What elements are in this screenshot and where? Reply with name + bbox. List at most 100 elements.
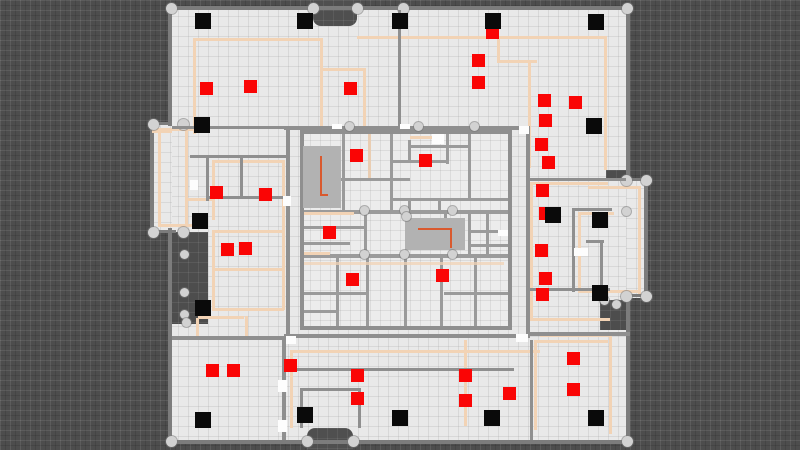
- hostile-marker[interactable]: [322, 225, 336, 239]
- door-southwest[interactable]: [286, 336, 296, 344]
- hostile-marker[interactable]: [471, 75, 485, 89]
- door-southeast[interactable]: [516, 334, 528, 342]
- object-marker[interactable]: [297, 13, 313, 29]
- object-marker[interactable]: [485, 13, 501, 29]
- pillar-w-mid4: [182, 318, 191, 327]
- pillar-w-mid2: [180, 288, 189, 297]
- core-sub4: [468, 244, 508, 247]
- interior-room-stair-east[interactable]: [405, 218, 465, 250]
- door-core-east[interactable]: [498, 230, 508, 236]
- door-core-west[interactable]: [332, 124, 342, 129]
- hostile-marker[interactable]: [435, 268, 449, 282]
- hostile-marker[interactable]: [349, 148, 363, 162]
- object-marker[interactable]: [194, 117, 210, 133]
- object-marker[interactable]: [297, 407, 313, 423]
- wall-div-west-room2: [206, 196, 286, 199]
- core-div-h4: [392, 198, 508, 201]
- object-marker[interactable]: [195, 412, 211, 428]
- hostile-marker[interactable]: [220, 242, 234, 256]
- wall-div-west-room: [190, 155, 286, 158]
- south-entrance[interactable]: [307, 428, 353, 450]
- wall-west-wing-top: [150, 122, 172, 125]
- hostile-marker[interactable]: [538, 113, 552, 127]
- hostile-marker[interactable]: [471, 53, 485, 67]
- door-east-wing[interactable]: [574, 248, 588, 256]
- object-marker[interactable]: [592, 212, 608, 228]
- object-marker[interactable]: [586, 118, 602, 134]
- hostile-marker[interactable]: [541, 155, 555, 169]
- object-marker[interactable]: [588, 410, 604, 426]
- core-div-h10: [444, 292, 508, 295]
- hostile-marker[interactable]: [566, 351, 580, 365]
- object-marker[interactable]: [588, 14, 604, 30]
- path-west-ring-vert: [185, 126, 188, 226]
- hostile-marker[interactable]: [209, 185, 223, 199]
- pillar-s2: [348, 436, 359, 447]
- wall-div-nw-col: [398, 10, 401, 128]
- hostile-marker[interactable]: [534, 137, 548, 151]
- object-marker[interactable]: [592, 285, 608, 301]
- pillar-nw: [166, 3, 177, 14]
- hostile-marker[interactable]: [566, 382, 580, 396]
- path-southeast-v: [609, 334, 612, 434]
- path-west-ring-horz: [156, 128, 202, 131]
- north-entrance[interactable]: [313, 0, 357, 26]
- hostile-marker[interactable]: [238, 241, 252, 255]
- door-east-mid[interactable]: [519, 126, 529, 134]
- core-wall-top: [300, 130, 512, 134]
- hostile-marker[interactable]: [343, 81, 357, 95]
- hostile-marker[interactable]: [534, 243, 548, 257]
- pillar-ww-br: [178, 227, 189, 238]
- hostile-marker[interactable]: [350, 391, 364, 405]
- path-north-center: [357, 36, 497, 39]
- door-bottom-mid[interactable]: [278, 380, 287, 392]
- object-marker[interactable]: [195, 13, 211, 29]
- interior-room-stair-west[interactable]: [303, 146, 341, 208]
- door-north-core[interactable]: [400, 124, 410, 129]
- hostile-marker[interactable]: [537, 93, 551, 107]
- hostile-marker[interactable]: [535, 287, 549, 301]
- hostile-marker[interactable]: [568, 95, 582, 109]
- hostile-marker[interactable]: [199, 81, 213, 95]
- hostile-marker[interactable]: [345, 272, 359, 286]
- wall-div-southeast: [530, 332, 630, 336]
- hostile-marker[interactable]: [226, 363, 240, 377]
- core-wall-right: [508, 130, 512, 330]
- hostile-marker[interactable]: [258, 187, 272, 201]
- pillar-w-mid3: [180, 310, 189, 319]
- hostile-marker[interactable]: [538, 271, 552, 285]
- wall-bottom-inner-box-h: [300, 388, 360, 391]
- hostile-marker[interactable]: [350, 368, 364, 382]
- core-div-v1: [342, 134, 345, 210]
- object-marker[interactable]: [545, 207, 561, 223]
- pillar-n2: [352, 3, 363, 14]
- core-div-v6: [468, 134, 471, 200]
- core-pillar-6: [448, 250, 457, 259]
- object-marker[interactable]: [392, 13, 408, 29]
- path-west-block-h2: [212, 230, 284, 233]
- path-east-ring-vert2: [528, 60, 531, 168]
- door-west-entry[interactable]: [190, 180, 198, 190]
- object-marker[interactable]: [192, 213, 208, 229]
- hostile-marker[interactable]: [283, 358, 297, 372]
- wall-div-east-upper: [530, 178, 626, 181]
- object-marker[interactable]: [195, 300, 211, 316]
- object-marker[interactable]: [392, 410, 408, 426]
- door-core-ne[interactable]: [432, 134, 444, 144]
- door-west-block[interactable]: [283, 196, 291, 206]
- pillar-w-mid1: [180, 250, 189, 259]
- pillar-ew-tr: [641, 175, 652, 186]
- core-div-v4: [408, 140, 411, 162]
- hostile-marker[interactable]: [418, 153, 432, 167]
- hostile-marker[interactable]: [243, 79, 257, 93]
- core-wall-bottom: [300, 326, 512, 330]
- object-marker[interactable]: [484, 410, 500, 426]
- hostile-marker[interactable]: [535, 183, 549, 197]
- path-east-wing-h1: [588, 186, 640, 189]
- hostile-marker[interactable]: [502, 386, 516, 400]
- door-bottom-mid2[interactable]: [278, 420, 287, 432]
- hostile-marker[interactable]: [205, 363, 219, 377]
- hostile-marker[interactable]: [458, 393, 472, 407]
- hostile-marker[interactable]: [458, 368, 472, 382]
